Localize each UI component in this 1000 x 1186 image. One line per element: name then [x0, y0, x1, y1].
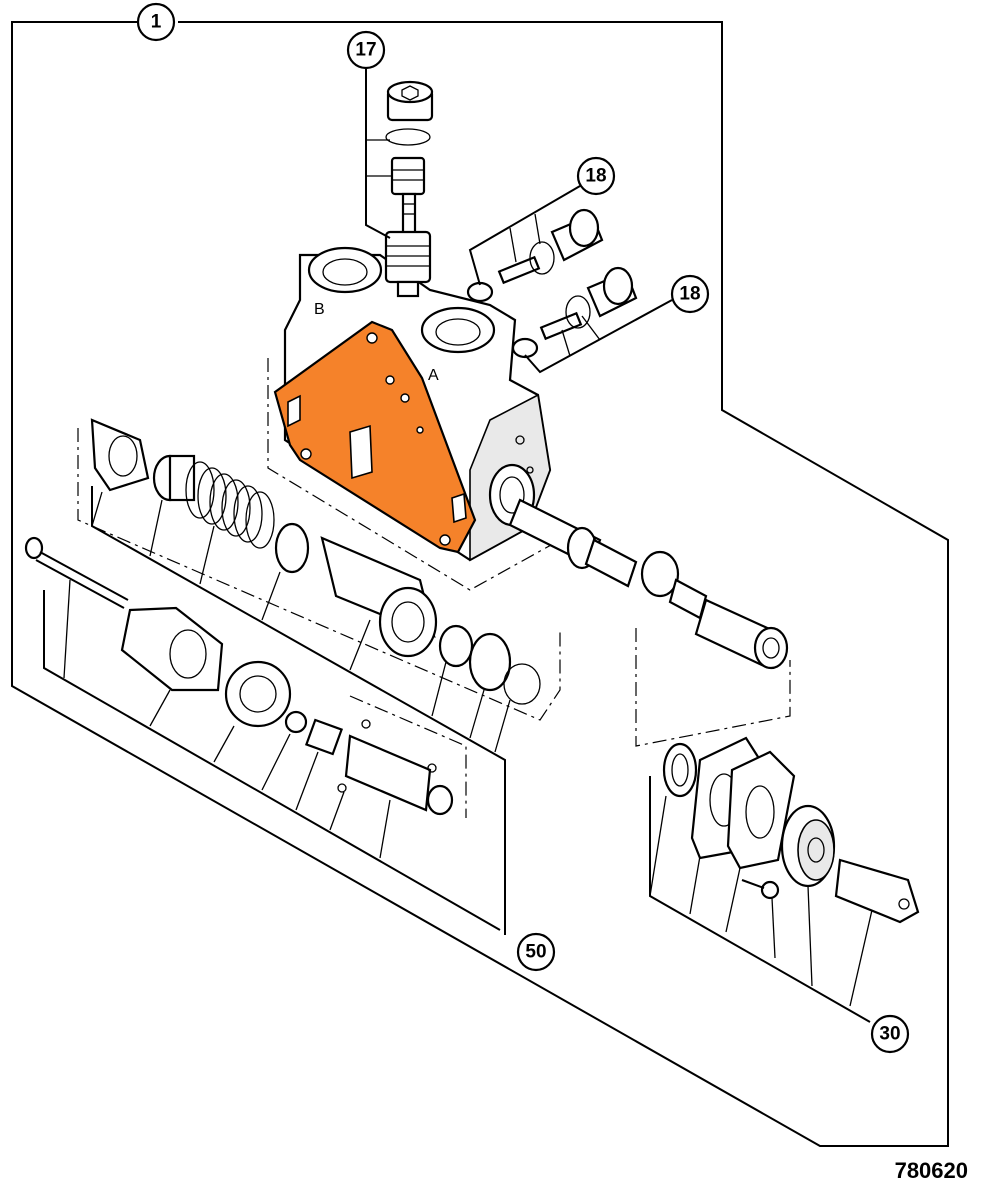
figure-reference-number: 780620	[895, 1158, 968, 1183]
cap-dashed-group	[77, 428, 561, 721]
svg-text:17: 17	[355, 40, 376, 61]
leader-18-upper	[468, 185, 581, 286]
callout-18-lower: 18	[670, 274, 710, 314]
spring-end-cap-parts	[90, 418, 541, 705]
port-b-label: B	[314, 301, 325, 318]
lever-end-parts	[662, 736, 920, 924]
leader-17	[365, 67, 391, 239]
callout-50: 50	[516, 932, 556, 972]
leader-18-lower	[524, 299, 673, 374]
callout-30: 30	[870, 1014, 910, 1054]
callout-1: 1	[136, 2, 176, 42]
svg-text:30: 30	[879, 1024, 900, 1045]
spool-assembly	[508, 498, 789, 670]
assembly-1-boundary	[11, 21, 949, 1147]
svg-text:18: 18	[585, 166, 606, 187]
check-valve-upper	[466, 208, 604, 303]
leaders-50	[43, 486, 511, 935]
callout-18-upper: 18	[576, 156, 616, 196]
body-dashed-group	[267, 358, 561, 591]
svg-text:18: 18	[679, 284, 700, 305]
detent-parts	[24, 536, 454, 816]
port-a-label: A	[428, 367, 439, 384]
callout-17: 17	[346, 30, 386, 70]
svg-text:50: 50	[525, 942, 546, 963]
svg-text:1: 1	[151, 12, 162, 33]
detent-dashed-group	[349, 695, 467, 818]
spool-dashed-group	[635, 628, 791, 747]
highlighted-gasket	[273, 320, 477, 554]
relief-valve-stack	[384, 80, 434, 298]
spring	[185, 461, 275, 549]
leaders-30	[649, 776, 873, 1023]
check-valve-lower	[511, 266, 638, 359]
